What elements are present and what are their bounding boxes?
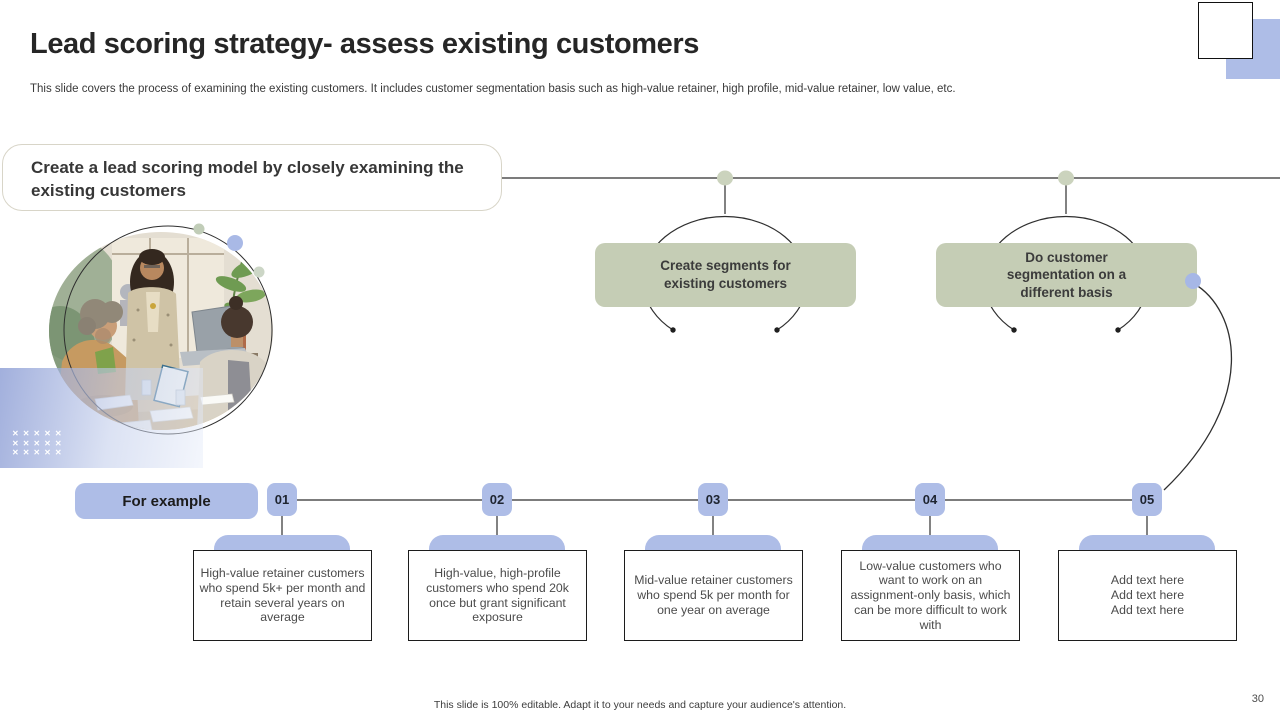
dot-pattern: ✕✕✕✕✕ ✕✕✕✕✕ ✕✕✕✕✕ xyxy=(12,429,66,457)
page-subtitle: This slide covers the process of examini… xyxy=(30,83,956,95)
deco-dot-green-1 xyxy=(193,223,205,235)
for-example-label: For example xyxy=(75,483,258,519)
step-description-box-01: High-value retainer customers who spend … xyxy=(193,550,372,641)
step-badge-01: 01 xyxy=(267,483,297,516)
lead-statement-box: Create a lead scoring model by closely e… xyxy=(2,144,502,211)
footer-note: This slide is 100% editable. Adapt it to… xyxy=(433,699,847,711)
deco-dot-blue xyxy=(227,235,243,251)
step-description-box-03: Mid-value retainer customers who spend 5… xyxy=(624,550,803,641)
segment-label: Create segments for existing customers xyxy=(660,258,791,291)
page-number: 30 xyxy=(1251,693,1264,705)
step-badge-02: 02 xyxy=(482,483,512,516)
segment-box-create-segments: Create segments for existing customers xyxy=(595,243,856,307)
segment-label: Do customer segmentation on a different … xyxy=(1006,249,1127,300)
page-title: Lead scoring strategy- assess existing c… xyxy=(30,28,700,60)
corner-outline-square xyxy=(1198,2,1253,59)
step-badge-05: 05 xyxy=(1132,483,1162,516)
step-description-box-05: Add text here Add text here Add text her… xyxy=(1058,550,1237,641)
step-badge-04: 04 xyxy=(915,483,945,516)
step-description-box-02: High-value, high-profile customers who s… xyxy=(408,550,587,641)
segment-box-different-basis: Do customer segmentation on a different … xyxy=(936,243,1197,307)
photo-blue-overlay xyxy=(0,368,203,468)
step-badge-03: 03 xyxy=(698,483,728,516)
deco-dot-green-2 xyxy=(253,266,265,278)
lead-statement-text: Create a lead scoring model by closely e… xyxy=(31,158,464,201)
step-description-box-04: Low-value customers who want to work on … xyxy=(841,550,1020,641)
